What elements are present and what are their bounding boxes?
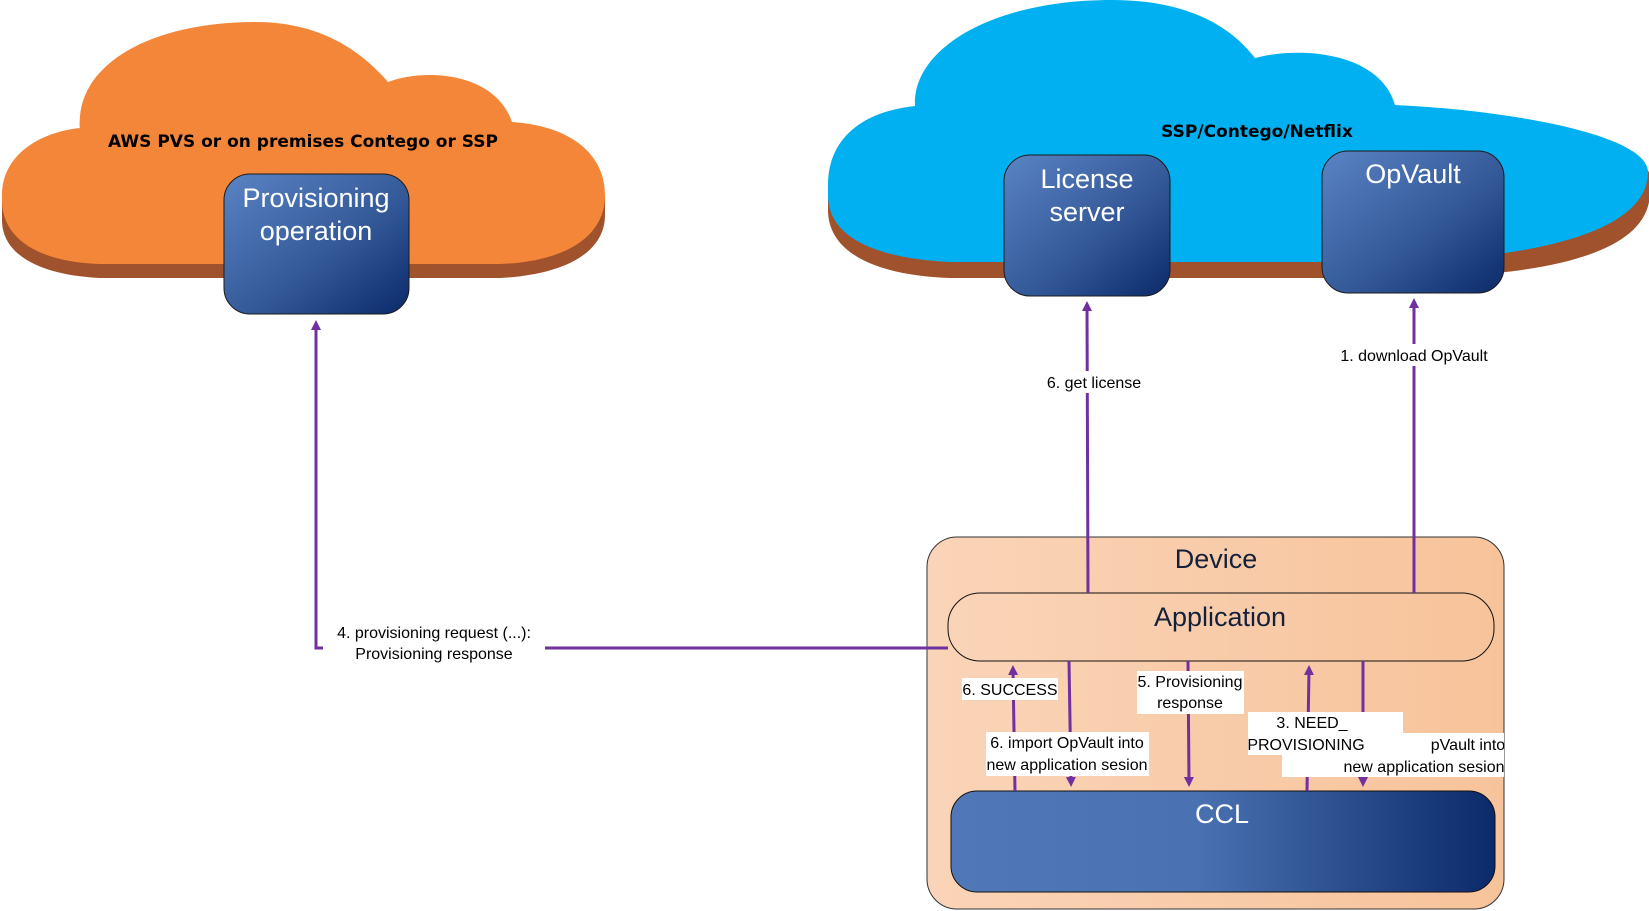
label-need-provisioning: 3. NEED_ PROVISIONING [1247,712,1403,755]
provisioning-operation-line2: operation [260,216,373,246]
label-import-opvault2-line1: pVault into [1431,737,1506,754]
label-need-provisioning-line1: 3. NEED_ [1276,715,1348,732]
label-import-opvault2-line2: new application sesion [1344,759,1505,776]
label-provisioning-request-line2: Provisioning response [355,646,513,663]
label-provisioning-response: 5. Provisioning response [1137,671,1244,714]
label-download-opvault-text: 1. download OpVault [1340,348,1488,365]
label-success-text: 6. SUCCESS [962,682,1057,699]
opvault-label: OpVault [1365,159,1461,189]
label-provisioning-response-line1: 5. Provisioning [1138,674,1243,691]
label-import-opvault-line1: 6. import OpVault into [990,735,1144,752]
get-license-arrow [1082,301,1093,594]
label-import-opvault-line2: new application sesion [987,757,1148,774]
left-cloud: AWS PVS or on premises Contego or SSP [2,22,605,278]
label-need-provisioning-line2: PROVISIONING [1247,737,1364,754]
label-download-opvault: 1. download OpVault [1330,344,1498,366]
ccl-label: CCL [1195,799,1249,829]
provisioning-operation-line1: Provisioning [242,183,389,213]
label-provisioning-request: 4. provisioning request (...): Provision… [323,623,545,665]
provisioning-request-arrow [311,320,948,650]
left-cloud-body [2,22,605,264]
right-cloud: SSP/Contego/Netflix [828,0,1649,278]
label-provisioning-request-line1: 4. provisioning request (...): [337,625,531,642]
license-server-line2: server [1049,197,1124,227]
right-cloud-title: SSP/Contego/Netflix [1161,122,1353,142]
application-label: Application [1154,602,1286,632]
label-provisioning-response-line2: response [1157,695,1223,712]
left-cloud-title: AWS PVS or on premises Contego or SSP [108,132,498,152]
label-get-license: 6. get license [1038,371,1150,393]
label-success: 6. SUCCESS [962,678,1058,700]
license-server-box: License server [1003,154,1171,297]
application-box: Application [947,592,1495,662]
license-server-line1: License [1040,164,1133,194]
label-get-license-text: 6. get license [1047,375,1141,392]
opvault-box: OpVault [1321,150,1505,294]
ccl-box: CCL [950,790,1496,893]
label-import-opvault: 6. import OpVault into new application s… [986,732,1149,776]
provisioning-operation-box: Provisioning operation [223,173,410,315]
device-title: Device [1175,544,1258,574]
